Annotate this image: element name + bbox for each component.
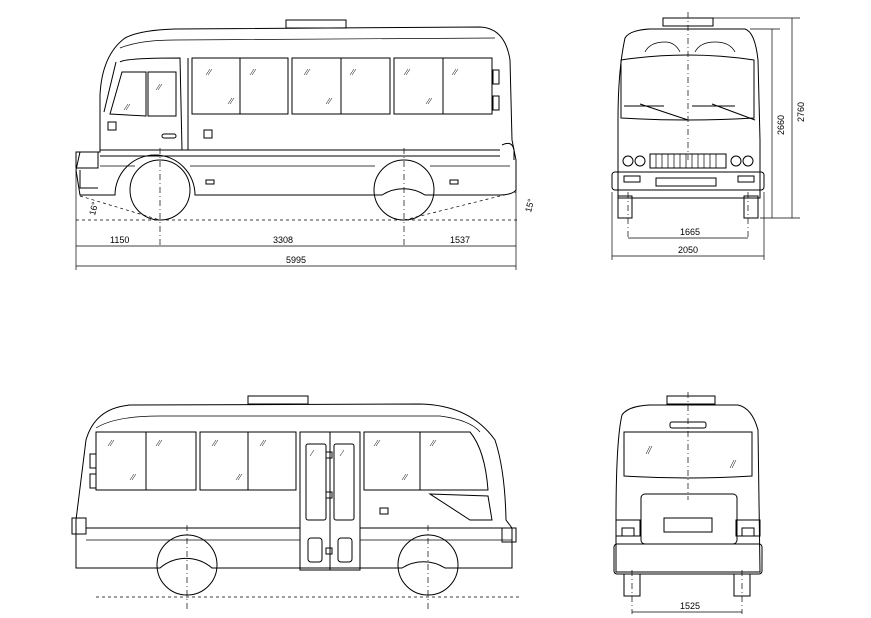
side-view-right bbox=[71, 395, 520, 612]
body-outline bbox=[75, 26, 517, 196]
front-view: 1665 2050 2660 2760 bbox=[611, 12, 806, 260]
side-view-left: 1150 3308 1537 5995 16° 15° bbox=[75, 19, 536, 270]
dim-front-track: 1665 bbox=[680, 227, 700, 237]
dim-approach-angle: 16° bbox=[87, 200, 100, 216]
door-side-body-outline bbox=[75, 403, 513, 569]
dim-rear-track: 1525 bbox=[680, 601, 700, 611]
rear-view: 1525 bbox=[613, 392, 763, 614]
dim-overall-height: 2760 bbox=[796, 102, 806, 122]
dim-front-overhang: 1150 bbox=[110, 235, 129, 245]
dim-overall-width: 2050 bbox=[678, 245, 698, 255]
dim-overall-length: 5995 bbox=[286, 255, 306, 265]
front-body-outline bbox=[617, 28, 761, 199]
rear-body-outline bbox=[615, 404, 761, 573]
dim-rear-overhang: 1537 bbox=[450, 235, 470, 245]
dim-wheelbase: 3308 bbox=[273, 235, 293, 245]
dim-body-height: 2660 bbox=[776, 115, 786, 135]
dim-departure-angle: 15° bbox=[523, 197, 536, 213]
